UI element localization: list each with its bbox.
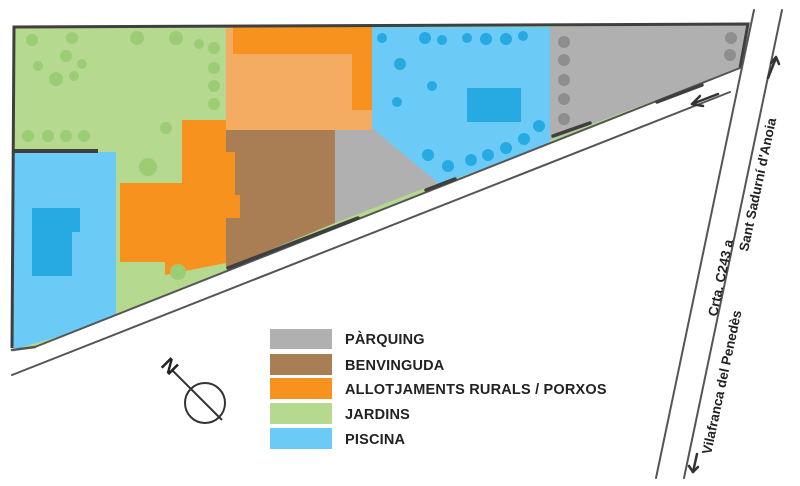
road-label-bottom: Vilafranca del Penedès bbox=[699, 309, 744, 456]
site-outline bbox=[10, 22, 750, 349]
pool-west-water bbox=[32, 208, 80, 276]
arrow-up-icon bbox=[766, 55, 781, 80]
legend-item-lodging: ALLOTJAMENTS RURALS / PORXOS bbox=[270, 378, 607, 399]
site-zones bbox=[12, 24, 748, 348]
pool-trees bbox=[377, 31, 545, 172]
legend-swatch-parking bbox=[270, 329, 332, 349]
arrow-down-icon bbox=[687, 452, 700, 474]
compass: N bbox=[156, 354, 226, 424]
parking-trees bbox=[558, 32, 737, 125]
road-label-group: Crta. C243 a bbox=[705, 238, 736, 318]
legend-item-gardens: JARDINS bbox=[270, 403, 410, 424]
compass-needle-icon bbox=[171, 369, 223, 421]
legend-swatch-pool bbox=[270, 428, 332, 449]
zone-lodging-top bbox=[233, 27, 372, 110]
zone-parking-east bbox=[550, 24, 748, 140]
legend-label-gardens: JARDINS bbox=[345, 407, 410, 423]
zone-lodging-bottom bbox=[120, 120, 240, 275]
road-lines bbox=[10, 9, 783, 479]
legend-swatch-lodging bbox=[270, 378, 332, 399]
legend-label-lodging: ALLOTJAMENTS RURALS / PORXOS bbox=[345, 382, 607, 398]
zone-parking-middle bbox=[335, 128, 438, 223]
garden-trees bbox=[22, 31, 220, 280]
legend-item-pool: PISCINA bbox=[270, 428, 406, 449]
legend-label-pool: PISCINA bbox=[345, 432, 406, 448]
road-label-dir-group: Sant Sadurní d'Anoia bbox=[736, 116, 779, 253]
road-label-top-dir: Sant Sadurní d'Anoia bbox=[736, 116, 779, 253]
access-arrow-icon bbox=[690, 92, 720, 108]
compass-circle bbox=[184, 382, 226, 424]
zone-reception bbox=[226, 130, 335, 268]
legend-swatch-gardens bbox=[270, 403, 332, 424]
legend-label-reception: BENVINGUDA bbox=[345, 358, 445, 374]
legend-swatch-reception bbox=[270, 354, 332, 375]
pool-east-water bbox=[467, 88, 521, 122]
legend-item-parking: PÀRQUING bbox=[270, 329, 425, 349]
legend-item-reception: BENVINGUDA bbox=[270, 354, 445, 375]
legend-label-parking: PÀRQUING bbox=[345, 331, 425, 348]
road-label-bottom-group: Vilafranca del Penedès bbox=[699, 309, 744, 456]
legend: PÀRQUING BENVINGUDA ALLOTJAMENTS RURALS … bbox=[270, 329, 607, 449]
road-label-top: Crta. C243 a bbox=[705, 238, 736, 318]
